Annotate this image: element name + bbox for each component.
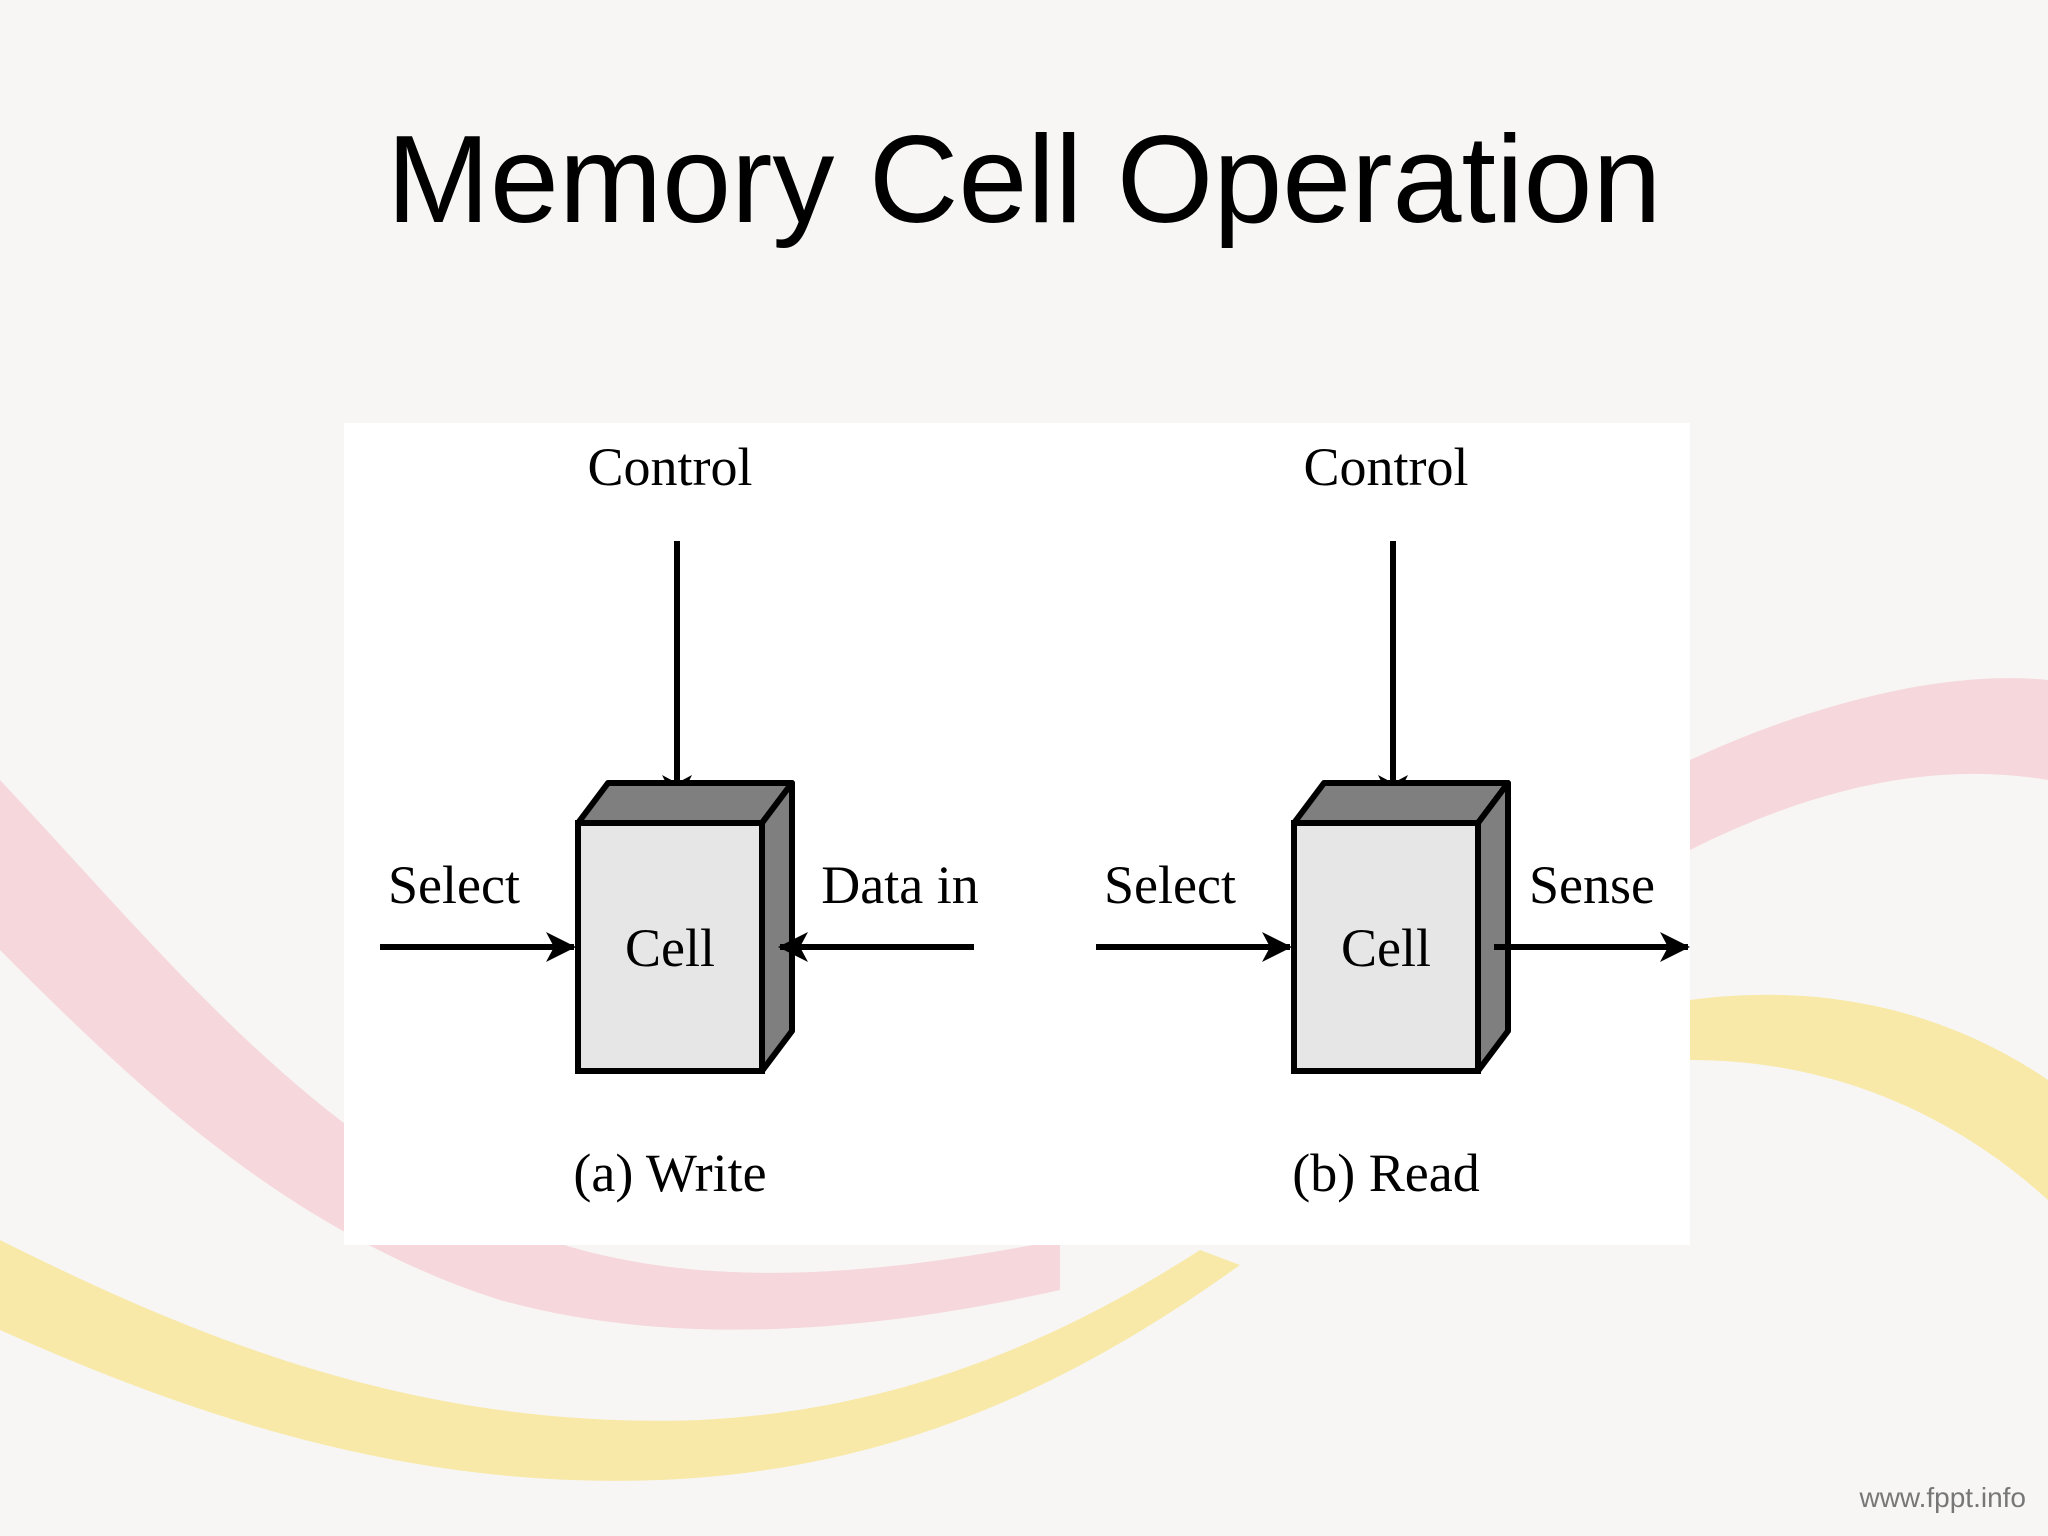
read-sense-label: Sense xyxy=(1529,855,1655,915)
write-cell-block: Cell xyxy=(575,780,795,1074)
write-diagram: Control Select Cell Data in (a) Write xyxy=(380,437,979,1203)
watermark: www.fppt.info xyxy=(1859,1482,2026,1513)
write-select-label: Select xyxy=(388,855,520,915)
read-cell-face xyxy=(1291,820,1481,1074)
write-cell-face xyxy=(575,820,765,1074)
write-caption: (a) Write xyxy=(573,1143,766,1203)
read-cell-side xyxy=(1475,780,1511,1074)
pink-swoosh-left xyxy=(0,780,1060,1330)
read-cell-block: Cell xyxy=(1291,780,1511,1074)
read-caption: (b) Read xyxy=(1292,1143,1479,1203)
read-diagram: Control Select Cell Sense (b) Read xyxy=(1096,437,1690,1203)
write-cell-label: Cell xyxy=(625,918,715,978)
read-select-label: Select xyxy=(1104,855,1236,915)
memory-cell-diagram: Control Select Cell Data in (a) Write Co… xyxy=(344,423,1690,1245)
write-cell-side xyxy=(759,780,795,1074)
write-data-in-label: Data in xyxy=(821,855,978,915)
yellow-swoosh-left xyxy=(0,1240,1240,1481)
read-cell-top xyxy=(1291,780,1511,826)
slide-title: Memory Cell Operation xyxy=(386,111,1662,249)
read-cell-label: Cell xyxy=(1341,918,1431,978)
yellow-swoosh-right xyxy=(1690,994,2048,1200)
read-control-label: Control xyxy=(1303,437,1468,497)
write-cell-top xyxy=(575,780,795,826)
pink-swoosh-right xyxy=(1690,678,2048,850)
write-control-label: Control xyxy=(587,437,752,497)
